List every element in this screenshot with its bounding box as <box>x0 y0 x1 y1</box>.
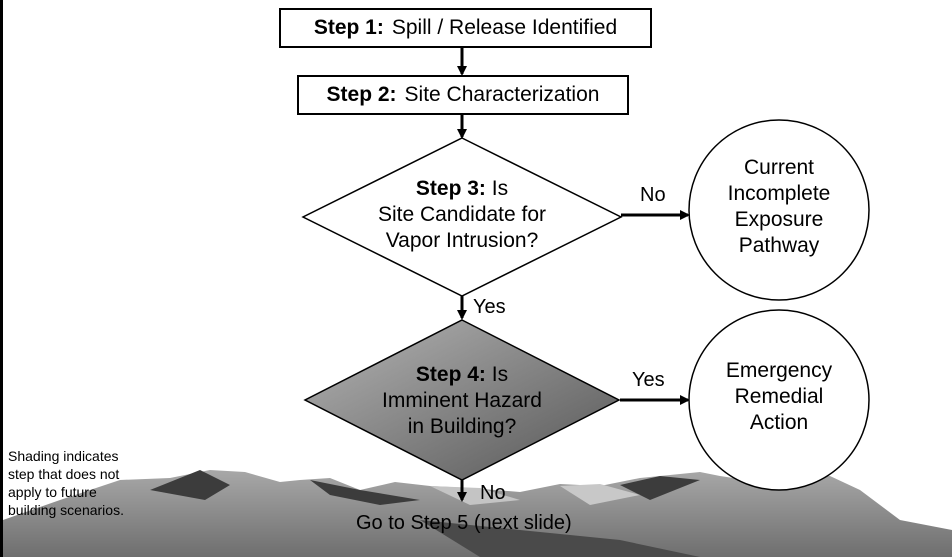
slide-left-border <box>0 0 3 557</box>
step1-text: Spill / Release Identified <box>391 16 618 39</box>
step2-box: Step 2: Site Characterization <box>297 75 629 115</box>
step2-label: Step 2: <box>326 83 397 106</box>
outcome-circle-current <box>688 119 870 301</box>
outcome-emergency-text: Emergency Remedial Action <box>725 359 833 434</box>
step4-diamond <box>303 319 621 481</box>
step3-label: Step 3: <box>415 177 486 200</box>
mountain-ridge-dark <box>420 520 700 557</box>
mountain-ridge-light <box>560 484 640 505</box>
shading-note: Shading indicates step that does not app… <box>8 448 124 518</box>
outcome-circle-emergency <box>688 309 870 491</box>
mountain-range <box>3 470 952 557</box>
step4-text: Step 4: Is Imminent Hazard in Building? <box>382 363 542 438</box>
step4-label: Step 4: <box>415 363 486 386</box>
edge-label-yes-step4: Yes <box>632 369 665 391</box>
edge-label-yes-step3: Yes <box>473 296 506 318</box>
step2-text: Site Characterization <box>404 83 600 106</box>
mountain-ridge-dark <box>150 470 230 500</box>
mountain-ridge-dark <box>620 476 700 500</box>
outcome-current-text: Current Incomplete Exposure Pathway <box>727 156 831 257</box>
step3-text: Step 3: Is Site Candidate for Vapor Intr… <box>377 177 547 252</box>
mountain-ridge-light <box>430 486 520 505</box>
step1-label: Step 1: <box>313 16 384 39</box>
next-step-text: Go to Step 5 (next slide) <box>356 512 572 534</box>
mountain-ridge-dark <box>310 480 420 505</box>
step1-box: Step 1: Spill / Release Identified <box>279 8 652 48</box>
edge-label-no-step3: No <box>640 184 666 206</box>
edge-label-no-step4: No <box>480 482 506 504</box>
step3-diamond <box>301 137 623 297</box>
